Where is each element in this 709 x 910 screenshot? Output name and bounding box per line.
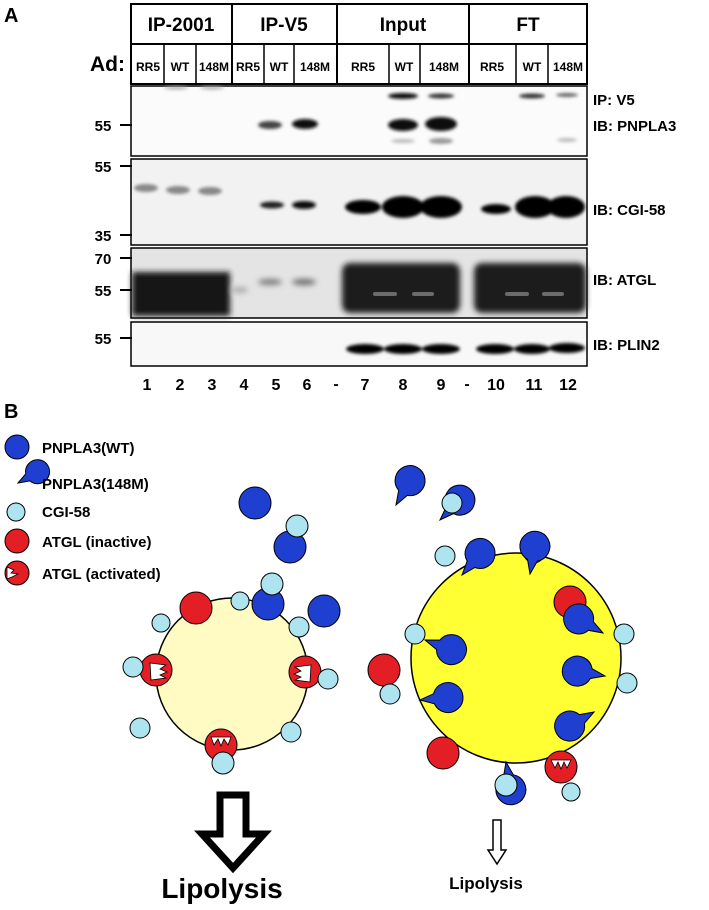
lane-label: WT <box>523 60 542 74</box>
lane-number: 7 <box>361 377 370 394</box>
lane-label: WT <box>270 60 289 74</box>
lane-label: RR5 <box>351 60 375 74</box>
arrow-down-large-icon <box>194 791 272 874</box>
group-label-ip2001: IP-2001 <box>148 15 215 36</box>
panel-b-label: B <box>4 401 18 423</box>
mw-marker: 35 <box>95 228 112 245</box>
lane-label: RR5 <box>136 60 160 74</box>
legend-item-cgi58: CGI-58 <box>6 502 90 522</box>
blot-plin2 <box>130 321 588 367</box>
lane-label: 148M <box>199 60 229 74</box>
blot-atgl <box>130 247 588 319</box>
pnpla3-148m-symbol <box>16 459 51 485</box>
lane-number: 8 <box>399 377 408 394</box>
blot-label: IB: PLIN2 <box>593 337 660 354</box>
blot-cgi58 <box>130 158 588 246</box>
ad-label: Ad: <box>90 53 125 76</box>
legend-label: ATGL (inactive) <box>42 534 151 551</box>
lipolysis-label-right: Lipolysis <box>449 874 523 893</box>
lane-number: 5 <box>272 377 281 394</box>
legend-item-atgl-inactive: ATGL (inactive) <box>4 528 151 554</box>
lane-label: 148M <box>553 60 583 74</box>
blot-label: IB: ATGL <box>593 272 656 289</box>
right-lipid-droplet-scene: Lipolysis <box>367 465 638 893</box>
lane-label: RR5 <box>236 60 260 74</box>
lane-numbers: 1 2 3 4 5 6 - 7 8 9 - 10 11 12 <box>143 376 577 394</box>
lane-number: 3 <box>208 377 217 394</box>
legend-label: ATGL (activated) <box>42 566 161 583</box>
lane-number: 1 <box>143 377 152 394</box>
blot-label: IB: PNPLA3 <box>593 118 676 135</box>
lane-number: - <box>464 376 469 393</box>
lane-header: IP-2001 IP-V5 Input FT Ad: RR5 WT 148M R… <box>90 3 588 85</box>
group-label-ft: FT <box>516 15 540 36</box>
mw-marker: 55 <box>95 159 112 176</box>
lane-number: 6 <box>303 377 312 394</box>
legend-label: PNPLA3(148M) <box>42 476 149 493</box>
pnpla3-wt-symbol <box>4 434 30 460</box>
mw-marker: 55 <box>95 283 112 300</box>
lane-number: 10 <box>487 377 505 394</box>
lane-number: 12 <box>559 377 577 394</box>
mw-marker: 55 <box>95 118 112 135</box>
cgi58-symbol <box>6 502 26 522</box>
mw-marker: 55 <box>95 331 112 348</box>
group-label-ipv5: IP-V5 <box>260 15 308 36</box>
legend: PNPLA3(WT) PNPLA3(148M) CGI-58 ATGL (ina… <box>4 434 161 586</box>
lane-number: 4 <box>240 377 249 394</box>
blot-label: IB: CGI-58 <box>593 202 666 219</box>
lipolysis-label-left: Lipolysis <box>161 873 282 904</box>
lane-number: 11 <box>526 377 543 394</box>
legend-label: PNPLA3(WT) <box>42 440 135 457</box>
legend-item-pnpla3-148m: PNPLA3(148M) <box>16 459 149 493</box>
panel-a-label: A <box>4 5 18 27</box>
legend-item-atgl-activated: ATGL (activated) <box>4 560 161 586</box>
lane-number: - <box>333 376 338 393</box>
group-label-input: Input <box>380 15 427 36</box>
atgl-activated-symbol <box>4 560 30 586</box>
lane-number: 9 <box>437 377 446 394</box>
lane-number: 2 <box>176 377 185 394</box>
mw-marker: 70 <box>95 251 112 268</box>
lane-label: 148M <box>429 60 459 74</box>
legend-item-pnpla3-wt: PNPLA3(WT) <box>4 434 135 460</box>
lane-label: WT <box>171 60 190 74</box>
lane-label: 148M <box>300 60 330 74</box>
mw-markers: 55 55 35 70 55 55 <box>95 118 132 348</box>
arrow-down-small-icon <box>486 819 508 866</box>
lane-label: RR5 <box>480 60 504 74</box>
lane-label: WT <box>395 60 414 74</box>
legend-label: CGI-58 <box>42 504 90 521</box>
atgl-inactive-symbol <box>4 528 30 554</box>
left-lipid-droplet-scene: Lipolysis <box>122 486 341 904</box>
blot-labels: IP: V5 IB: PNPLA3 IB: CGI-58 IB: ATGL IB… <box>593 92 676 354</box>
blot-pnpla3 <box>130 85 588 157</box>
blot-label: IP: V5 <box>593 92 635 109</box>
